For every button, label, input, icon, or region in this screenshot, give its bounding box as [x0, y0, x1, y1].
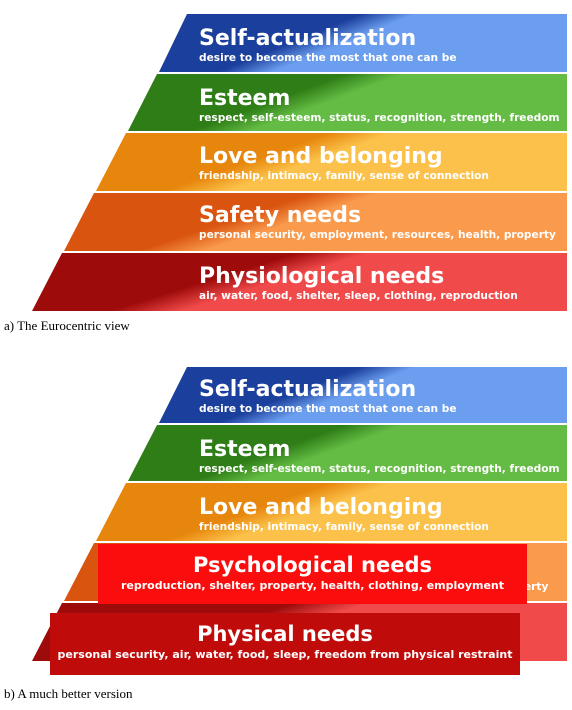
caption-b: b) A much better version	[4, 686, 133, 701]
pyramid-level: Safety needs personal security, employme…	[64, 193, 567, 251]
level-subtitle: friendship, intimacy, family, sense of c…	[199, 170, 489, 182]
caption-a: a) The Eurocentric view	[4, 318, 130, 333]
level-subtitle-fragment: erty	[524, 581, 548, 593]
level-subtitle: respect, self-esteem, status, recognitio…	[199, 112, 560, 124]
pyramid-level: Esteem respect, self-esteem, status, rec…	[128, 74, 567, 131]
level-title: Esteem	[199, 437, 290, 462]
pyramid-level: Love and belonging friendship, intimacy,…	[96, 133, 567, 191]
level-subtitle: friendship, intimacy, family, sense of c…	[199, 521, 489, 533]
pyramid-level: Physiological needs air, water, food, sh…	[32, 253, 567, 311]
box-title: Physical needs	[197, 622, 373, 646]
level-title: Esteem	[199, 86, 290, 111]
pyramid-level: Self-actualization desire to become the …	[159, 14, 567, 72]
level-subtitle: personal security, employment, resources…	[199, 229, 556, 241]
level-title: Safety needs	[199, 203, 361, 228]
psychological-needs-box: Psychological needs reproduction, shelte…	[98, 544, 527, 604]
pyramid-level: Love and belonging friendship, intimacy,…	[96, 483, 567, 541]
pyramid-level: Self-actualization desire to become the …	[159, 367, 567, 423]
level-subtitle: respect, self-esteem, status, recognitio…	[199, 463, 560, 475]
level-title: Self-actualization	[199, 26, 416, 51]
level-title: Physiological needs	[199, 264, 444, 289]
level-title: Love and belonging	[199, 144, 443, 169]
physical-needs-box: Physical needs personal security, air, w…	[50, 613, 520, 675]
level-title: Love and belonging	[199, 495, 443, 520]
box-title: Psychological needs	[193, 553, 432, 577]
box-subtitle: reproduction, shelter, property, health,…	[120, 579, 505, 592]
level-subtitle: desire to become the most that one can b…	[199, 52, 457, 64]
pyramid-level: Esteem respect, self-esteem, status, rec…	[128, 425, 567, 481]
level-title: Self-actualization	[199, 377, 416, 402]
pyramid-a: Self-actualization desire to become the …	[32, 14, 567, 311]
level-subtitle: desire to become the most that one can b…	[199, 403, 457, 415]
level-subtitle: air, water, food, shelter, sleep, clothi…	[199, 290, 518, 302]
box-subtitle: personal security, air, water, food, sle…	[57, 648, 513, 661]
